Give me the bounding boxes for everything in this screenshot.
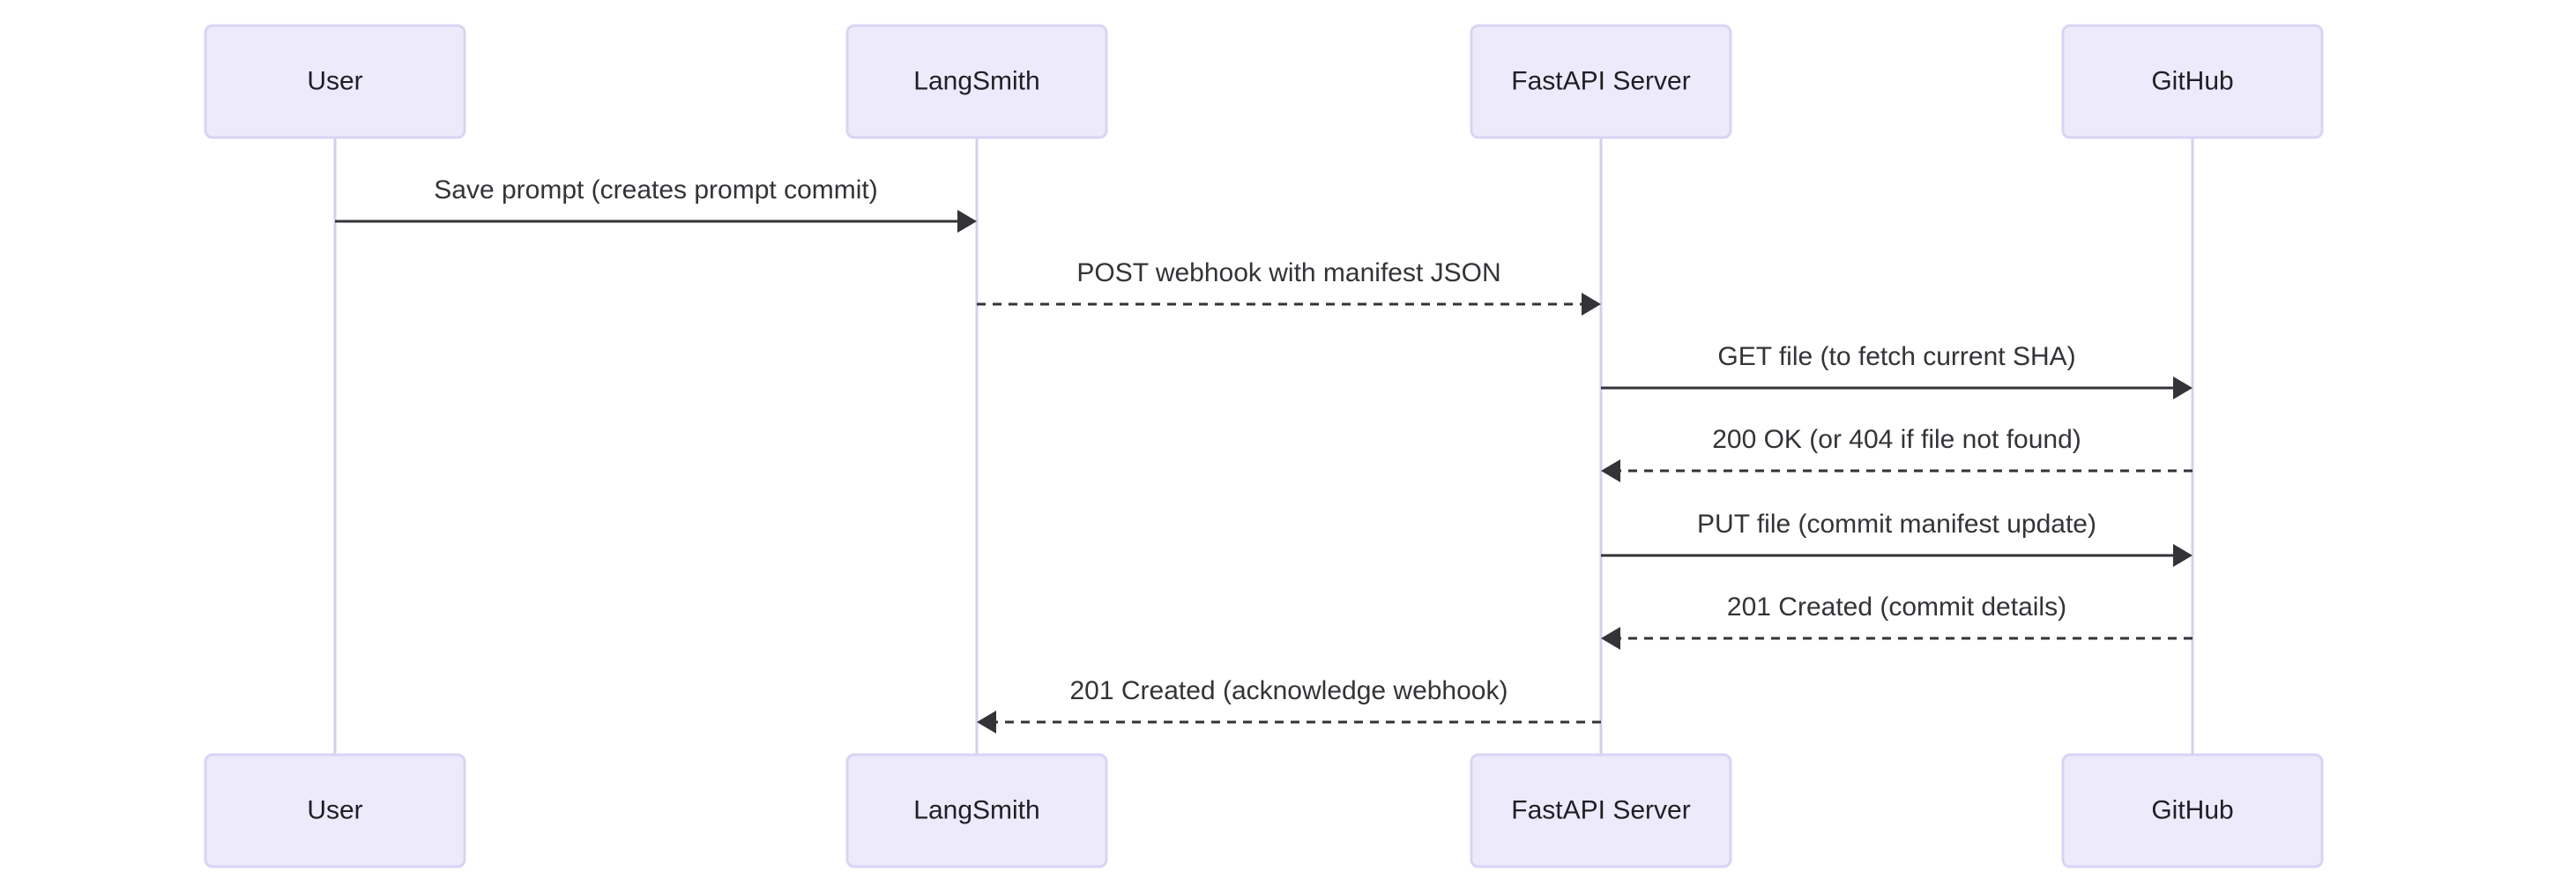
actor-label-bottom-user: User [307, 795, 362, 824]
actor-box-bottom-user [204, 753, 466, 868]
actor-box-bottom-fastapi [1470, 753, 1732, 868]
message-label-5: PUT file (commit manifest update) [1697, 510, 2096, 539]
message-arrowhead-4 [1601, 459, 1620, 482]
actor-label-bottom-langsmith: LangSmith [913, 795, 1039, 824]
messages-group: Save prompt (creates prompt commit) POST … [335, 175, 2193, 734]
lifelines-group [333, 138, 2194, 755]
actor-box-top-fastapi [1470, 24, 1732, 139]
actor-box-bottom-github [2061, 753, 2324, 868]
message-label-1: Save prompt (creates prompt commit) [434, 175, 877, 205]
actor-label-top-fastapi: FastAPI Server [1511, 66, 1690, 95]
actor-label-top-github: GitHub [2151, 66, 2233, 95]
actor-box-bottom-langsmith [845, 753, 1108, 868]
message-label-4: 200 OK (or 404 if file not found) [1712, 425, 2081, 454]
actor-label-bottom-fastapi: FastAPI Server [1511, 795, 1690, 824]
actor-box-top-github [2061, 24, 2324, 139]
message-arrowhead-6 [1601, 627, 1620, 650]
message-arrowhead-7 [977, 711, 996, 734]
message-arrowhead-1 [957, 210, 977, 233]
message-arrowhead-3 [2173, 376, 2193, 399]
actor-box-top-user [204, 24, 466, 139]
message-arrowhead-5 [2173, 544, 2193, 567]
message-arrowhead-2 [1582, 293, 1601, 316]
actor-label-bottom-github: GitHub [2151, 795, 2233, 824]
message-label-7: 201 Created (acknowledge webhook) [1070, 676, 1508, 705]
actor-label-top-langsmith: LangSmith [913, 66, 1039, 95]
message-label-2: POST webhook with manifest JSON [1076, 258, 1500, 287]
message-label-6: 201 Created (commit details) [1727, 592, 2066, 622]
actor-label-top-user: User [307, 66, 362, 95]
actor-box-top-langsmith [845, 24, 1108, 139]
message-label-3: GET file (to fetch current SHA) [1717, 342, 2075, 371]
